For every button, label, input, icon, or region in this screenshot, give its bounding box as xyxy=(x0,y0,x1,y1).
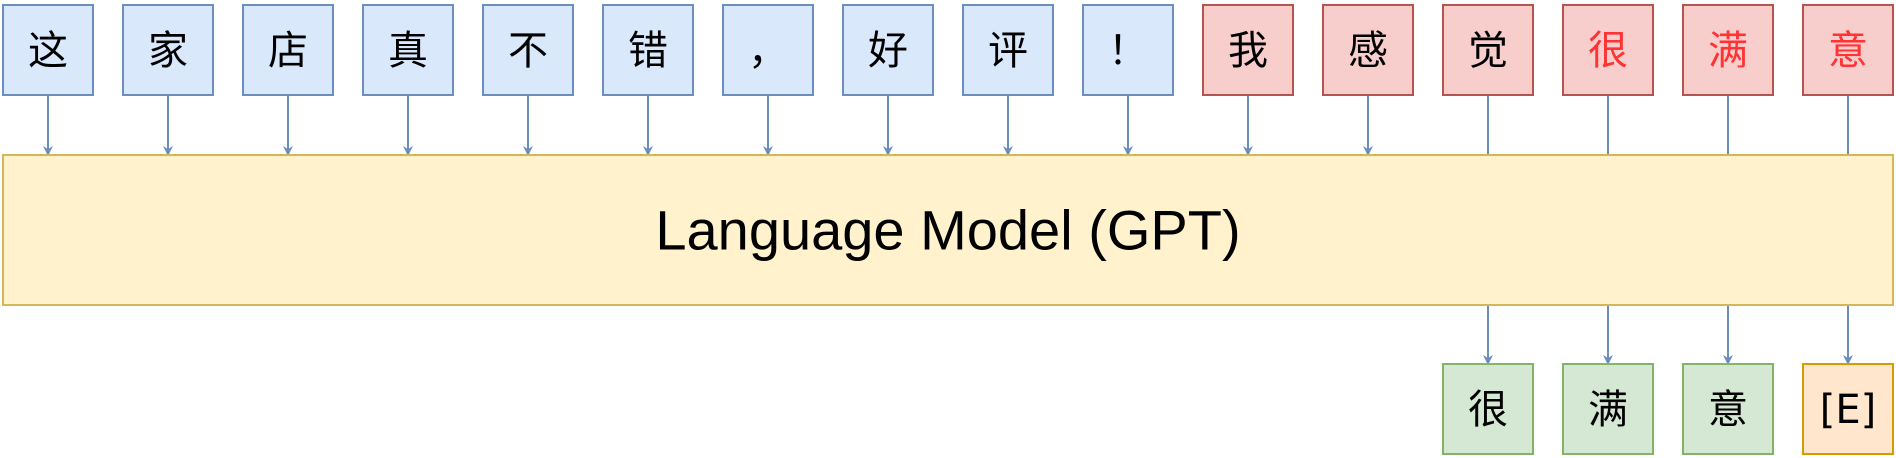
language-model-box: Language Model (GPT) xyxy=(2,154,1894,306)
output-token-14: 意 xyxy=(1682,363,1774,455)
input-token-text: 满 xyxy=(1708,28,1748,74)
input-token-box xyxy=(2,4,94,96)
input-token-text: 很 xyxy=(1588,28,1628,74)
output-token-text: 满 xyxy=(1588,387,1628,433)
input-token-1: 家 xyxy=(122,4,214,96)
input-token-text: 感 xyxy=(1348,28,1388,74)
output-token-12: 很 xyxy=(1442,363,1534,455)
input-token-10: 我 xyxy=(1202,4,1294,96)
input-token-11: 感 xyxy=(1322,4,1414,96)
input-token-box xyxy=(1802,4,1894,96)
input-token-text: 觉 xyxy=(1468,28,1508,74)
input-token-9: ！ xyxy=(1082,4,1174,96)
input-token-box xyxy=(1682,4,1774,96)
input-token-5: 错 xyxy=(602,4,694,96)
input-token-box xyxy=(962,4,1054,96)
output-token-15: [E] xyxy=(1802,363,1894,455)
input-token-14: 满 xyxy=(1682,4,1774,96)
input-token-box xyxy=(842,4,934,96)
input-token-2: 店 xyxy=(242,4,334,96)
input-token-box xyxy=(242,4,334,96)
output-token-box xyxy=(1682,363,1774,455)
input-token-box xyxy=(1442,4,1534,96)
input-token-box xyxy=(1322,4,1414,96)
input-token-7: 好 xyxy=(842,4,934,96)
input-token-box xyxy=(1202,4,1294,96)
input-token-text: 评 xyxy=(988,28,1028,74)
input-token-6: ， xyxy=(722,4,814,96)
input-token-15: 意 xyxy=(1802,4,1894,96)
input-token-0: 这 xyxy=(2,4,94,96)
arrows-layer xyxy=(43,95,1853,365)
input-token-8: 评 xyxy=(962,4,1054,96)
input-token-text: 真 xyxy=(388,28,428,74)
output-token-text: 很 xyxy=(1468,387,1508,433)
input-token-12: 觉 xyxy=(1442,4,1534,96)
input-token-box xyxy=(602,4,694,96)
input-token-text: ！ xyxy=(1108,28,1148,74)
input-token-text: 这 xyxy=(28,28,68,74)
input-token-box xyxy=(1082,4,1174,96)
input-token-text: 错 xyxy=(628,28,668,74)
input-token-text: 我 xyxy=(1228,28,1268,74)
input-token-text: 不 xyxy=(508,28,548,74)
input-token-3: 真 xyxy=(362,4,454,96)
input-token-box xyxy=(362,4,454,96)
output-token-text: 意 xyxy=(1708,387,1748,433)
input-token-box xyxy=(482,4,574,96)
input-token-text: 店 xyxy=(268,28,308,74)
input-token-text: ， xyxy=(748,28,788,74)
input-token-13: 很 xyxy=(1562,4,1654,96)
output-token-text: [E] xyxy=(1820,387,1876,433)
output-tokens: 很 满 意 [E] xyxy=(1442,363,1894,455)
input-token-box xyxy=(122,4,214,96)
input-token-box xyxy=(1562,4,1654,96)
input-token-text: 家 xyxy=(148,28,188,74)
input-token-box xyxy=(722,4,814,96)
output-token-box xyxy=(1802,363,1894,455)
output-token-13: 满 xyxy=(1562,363,1654,455)
input-token-4: 不 xyxy=(482,4,574,96)
language-model-label: Language Model (GPT) xyxy=(655,199,1240,262)
output-token-box xyxy=(1562,363,1654,455)
input-token-text: 好 xyxy=(868,28,908,74)
input-tokens: 这 家 店 真 不 错 ， 好 评 ！ 我 感 觉 很 满 意 xyxy=(2,4,1894,96)
input-token-text: 意 xyxy=(1828,28,1868,74)
language-model-rect xyxy=(2,154,1894,306)
output-token-box xyxy=(1442,363,1534,455)
